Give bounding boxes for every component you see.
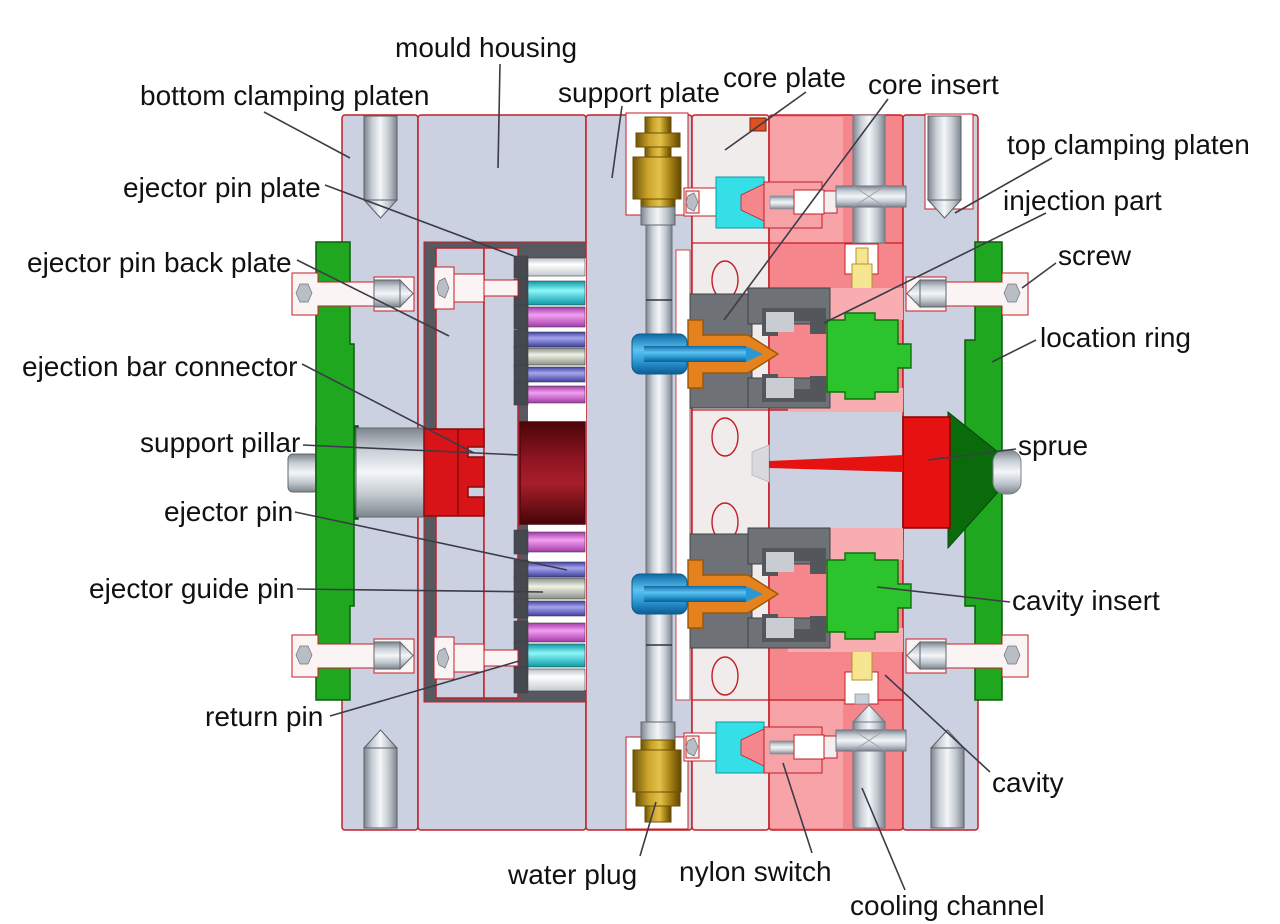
cavity-insert-shape [826, 312, 912, 400]
ejector-pin-purple [527, 561, 586, 578]
label-water-plug: water plug [507, 859, 637, 890]
side-screw-left-top [291, 272, 415, 316]
label-cavity-insert: cavity insert [1012, 585, 1160, 616]
label-location-ring: location ring [1040, 322, 1191, 353]
ejector-pin-purple [527, 366, 586, 383]
label-core-insert: core insert [868, 69, 999, 100]
label-support-pillar: support pillar [140, 427, 300, 458]
water-plug-bottom [632, 739, 682, 823]
water-line-rod [645, 207, 673, 739]
water-plug-collar-top [640, 206, 676, 226]
ejector-pin-cyan [527, 643, 586, 668]
ejector-pin-magenta [527, 306, 586, 328]
label-injection-part: injection part [1003, 185, 1162, 216]
cooling-tube-tip [746, 346, 763, 362]
side-screw-right-bottom [905, 634, 1029, 678]
ejector-guide-pin-shape [527, 577, 586, 600]
ejector-pin-purple [527, 331, 586, 348]
water-plug-top [632, 116, 682, 210]
label-screw: screw [1058, 240, 1132, 271]
ejector-plate-screw-bottom [433, 636, 519, 680]
label-ejector-pin-back-plate: ejector pin back plate [27, 247, 292, 278]
label-top-clamping-platen: top clamping platen [1007, 129, 1250, 160]
return-pin-shape [527, 668, 586, 692]
top-plate-detail [749, 117, 767, 132]
label-cavity: cavity [992, 767, 1064, 798]
ejection-bar-shape [355, 427, 425, 518]
insert-spacer [766, 552, 794, 572]
left-green-plate [315, 241, 355, 701]
insert-assembly-bottom [631, 527, 912, 652]
label-ejection-bar-connector: ejection bar connector [22, 351, 298, 382]
label-ejector-guide-pin: ejector guide pin [89, 573, 294, 604]
label-sprue: sprue [1018, 430, 1088, 461]
ejector-pin-magenta [527, 622, 586, 643]
leader-lines [263, 63, 1057, 891]
label-mould-housing: mould housing [395, 32, 577, 63]
label-ejector-pin-plate: ejector pin plate [123, 172, 321, 203]
gate-detail [751, 444, 770, 483]
label-ejector-pin: ejector pin [164, 496, 293, 527]
ejection-bar-stub [287, 453, 319, 493]
support-pillar-shape [519, 421, 586, 525]
ejector-pins [513, 255, 586, 694]
water-plug-collar-bottom [640, 721, 676, 741]
label-support-plate: support plate [558, 77, 720, 108]
label-cooling-channel: cooling channel [850, 890, 1045, 921]
ejector-pin-purple [527, 600, 586, 617]
plate-clearance-gap [675, 249, 691, 701]
ejector-pin-white [527, 257, 586, 277]
sprue-band [768, 409, 904, 541]
ejector-plate-screw-top [433, 266, 519, 310]
label-nylon-switch: nylon switch [679, 856, 832, 887]
cooling-channel-cross-bottom [835, 704, 907, 829]
side-screw-right-top [905, 272, 1029, 316]
insert-assembly-top [631, 287, 912, 412]
cooling-tube [644, 586, 746, 602]
ejector-guide-pin-shape [527, 347, 586, 366]
labels: mould housing bottom clamping platen sup… [22, 32, 1250, 921]
ejector-pin-magenta [527, 531, 586, 553]
insert-spacer [766, 618, 794, 638]
cooling-tube [644, 346, 746, 362]
cavity-insert-shape [826, 552, 912, 640]
label-return-pin: return pin [205, 701, 323, 732]
insert-spacer [766, 312, 794, 332]
nylon-switch-top [683, 176, 838, 229]
nozzle-tip [992, 449, 1022, 495]
insert-spacer [766, 378, 794, 398]
ejector-pin-plate-shape [483, 247, 519, 699]
cooling-tube-tip [746, 586, 763, 602]
sprue-runner [769, 455, 903, 472]
ejector-pin-cyan [527, 280, 586, 306]
side-screw-left-bottom [291, 634, 415, 678]
label-core-plate: core plate [723, 62, 846, 93]
sprue-and-location-ring [751, 241, 1022, 701]
ejector-pin-magenta [527, 385, 586, 404]
vertical-screws [362, 113, 974, 829]
sprue-bushing-shape [902, 416, 951, 529]
nylon-switch-bottom [683, 721, 838, 774]
cooling-channel-cross-top [835, 114, 907, 244]
label-bottom-clamping-platen: bottom clamping platen [140, 80, 430, 111]
